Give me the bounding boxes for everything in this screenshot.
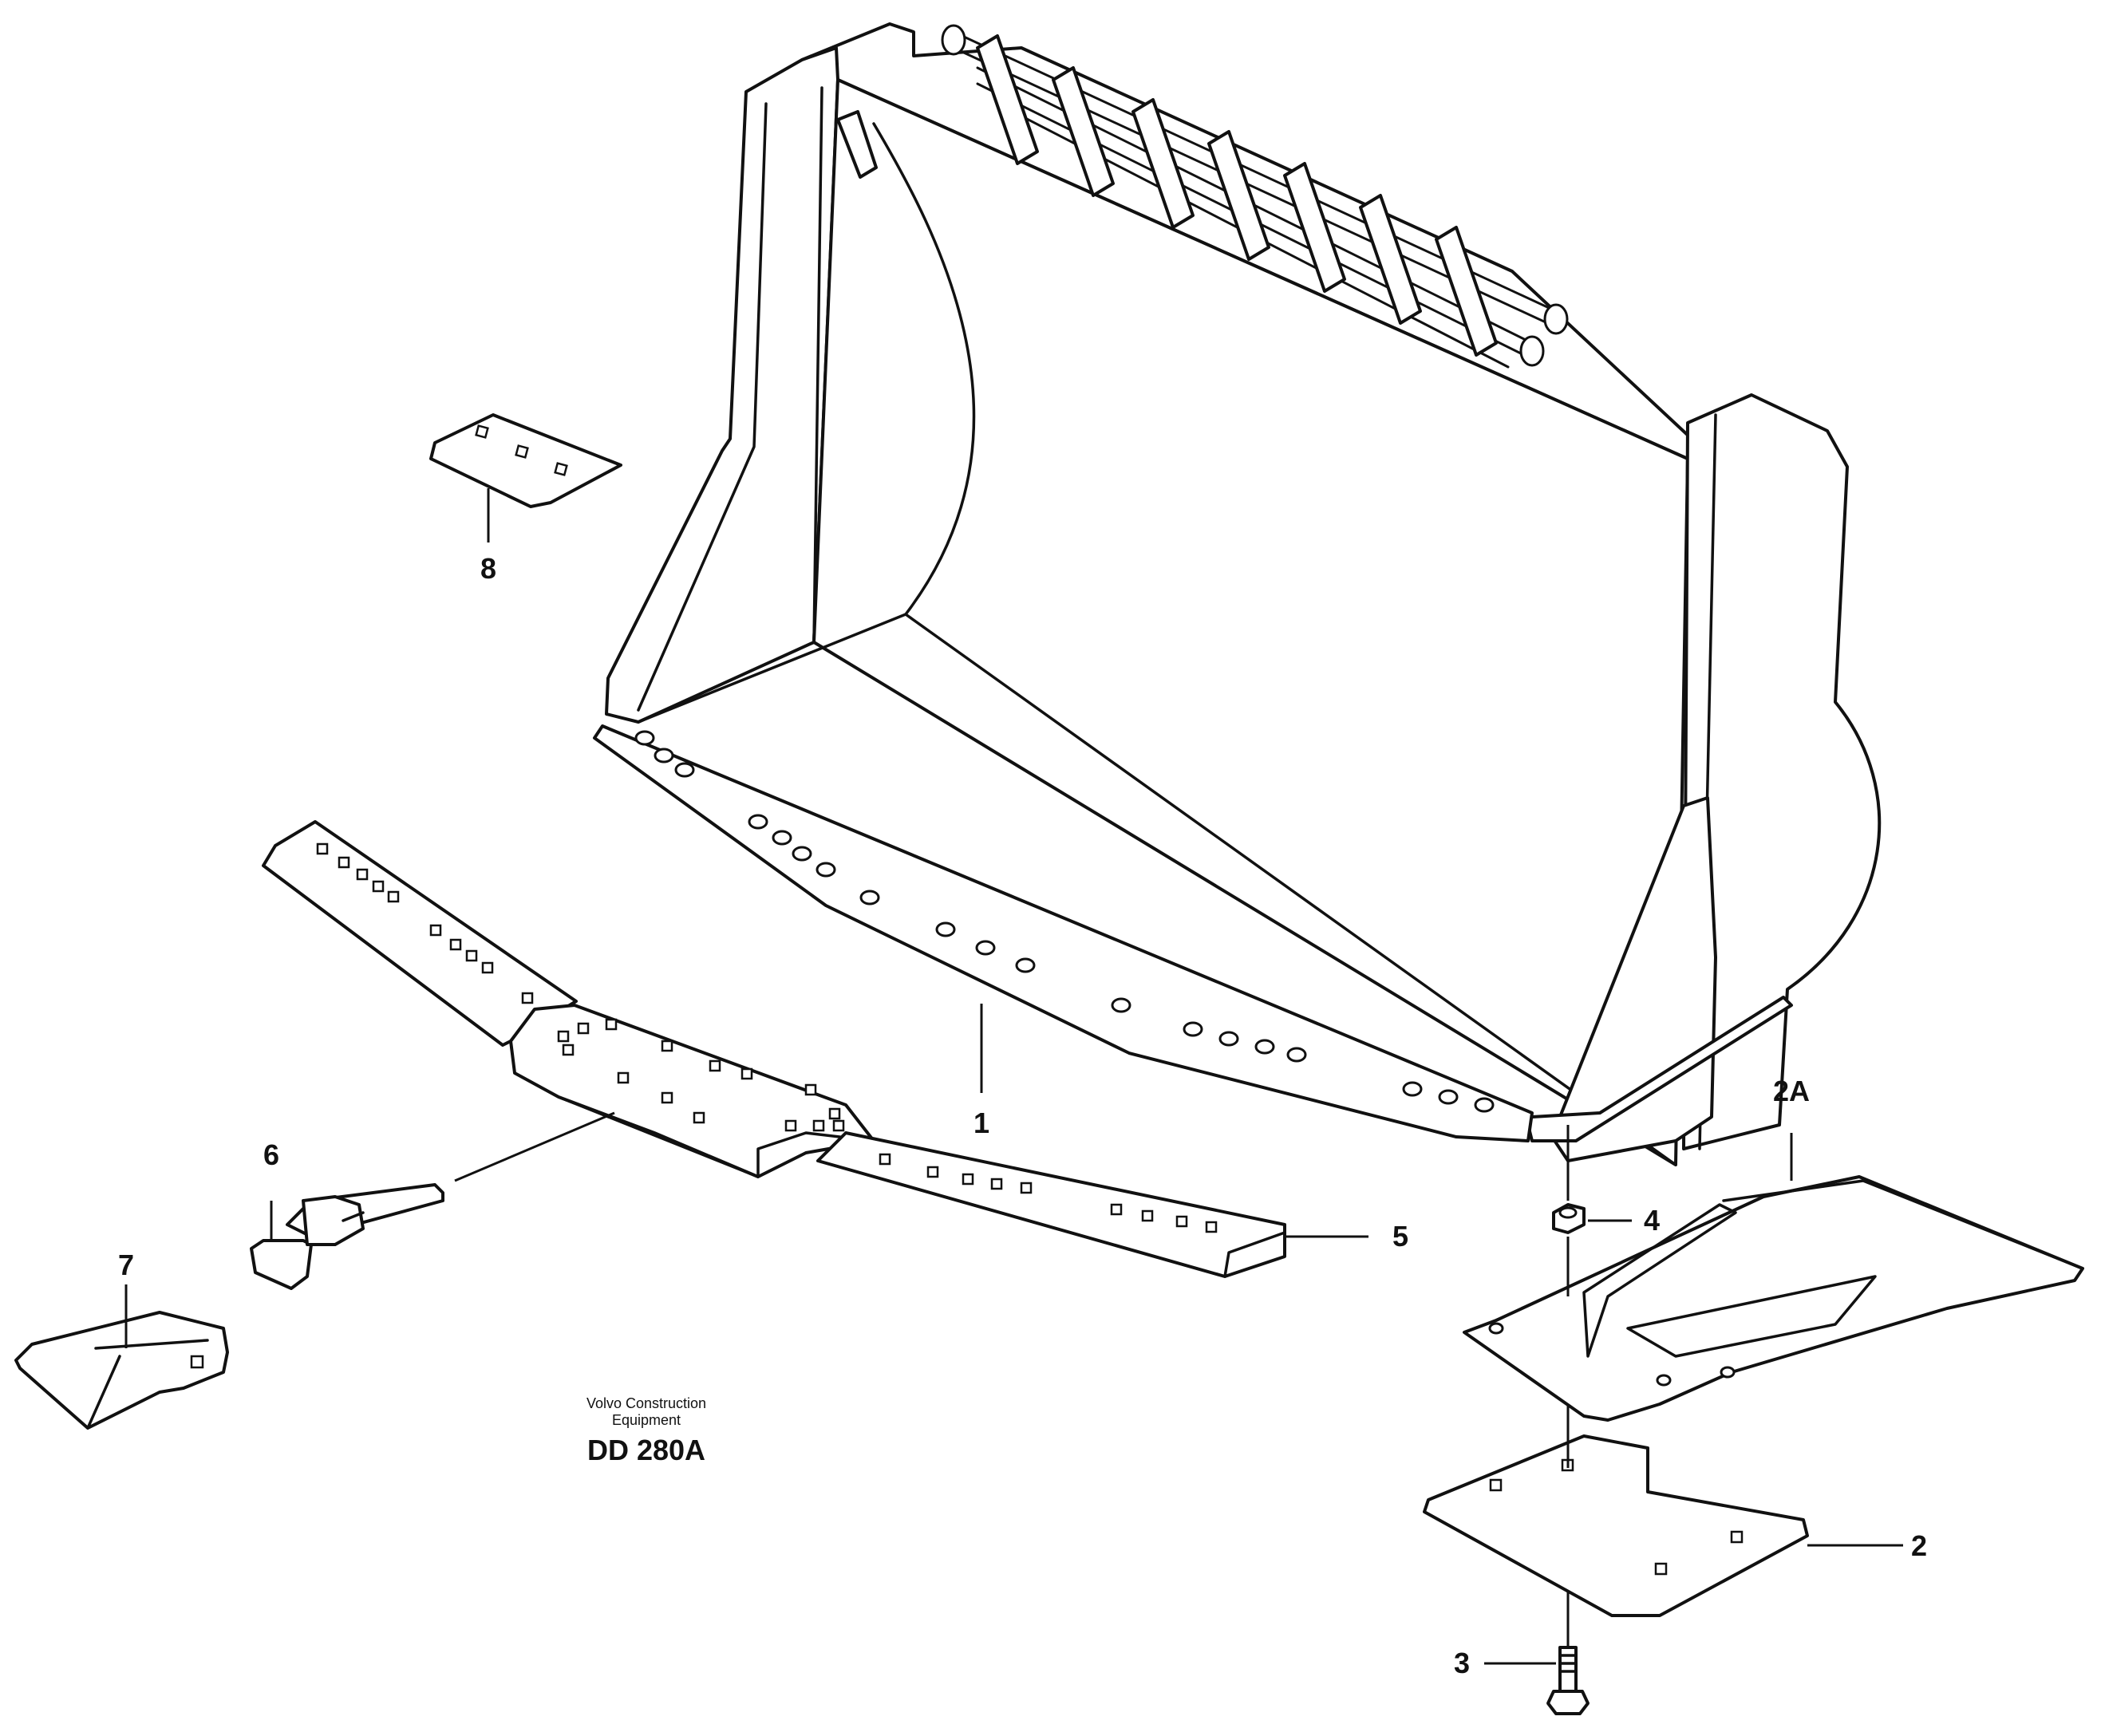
leader-6b xyxy=(454,1111,615,1182)
callout-2A: 2A xyxy=(1773,1075,1810,1107)
side-cutter-assembly xyxy=(1463,1175,2084,1422)
callout-1: 1 xyxy=(973,1107,989,1139)
drawing-caption: Volvo Construction Equipment DD 280A xyxy=(586,1395,706,1466)
cutting-edge-left-segment xyxy=(262,820,578,1047)
callout-2: 2 xyxy=(1911,1529,1927,1562)
drawing-code: DD 280A xyxy=(587,1434,705,1466)
callout-8: 8 xyxy=(480,552,496,585)
caption-company-line2: Equipment xyxy=(612,1412,681,1428)
bucket xyxy=(593,22,1882,1166)
wear-plate xyxy=(1423,1434,1809,1617)
caption-company: Volvo Construction xyxy=(586,1395,706,1411)
small-wear-plate xyxy=(429,413,622,508)
bolt xyxy=(1546,1646,1590,1715)
callout-4: 4 xyxy=(1644,1204,1660,1237)
cutting-edge-right-segment xyxy=(816,1131,1286,1278)
nut xyxy=(1552,1203,1586,1234)
edge-bolt-holes xyxy=(634,730,1495,1113)
callout-3: 3 xyxy=(1454,1647,1470,1679)
callout-6: 6 xyxy=(263,1138,279,1171)
callout-7: 7 xyxy=(118,1249,134,1281)
tooth xyxy=(14,1311,229,1430)
tooth-adapter xyxy=(250,1183,444,1290)
cutting-edge-center-segment xyxy=(509,1004,875,1178)
callout-5: 5 xyxy=(1392,1220,1408,1253)
spill-guard-bars xyxy=(941,24,1569,369)
